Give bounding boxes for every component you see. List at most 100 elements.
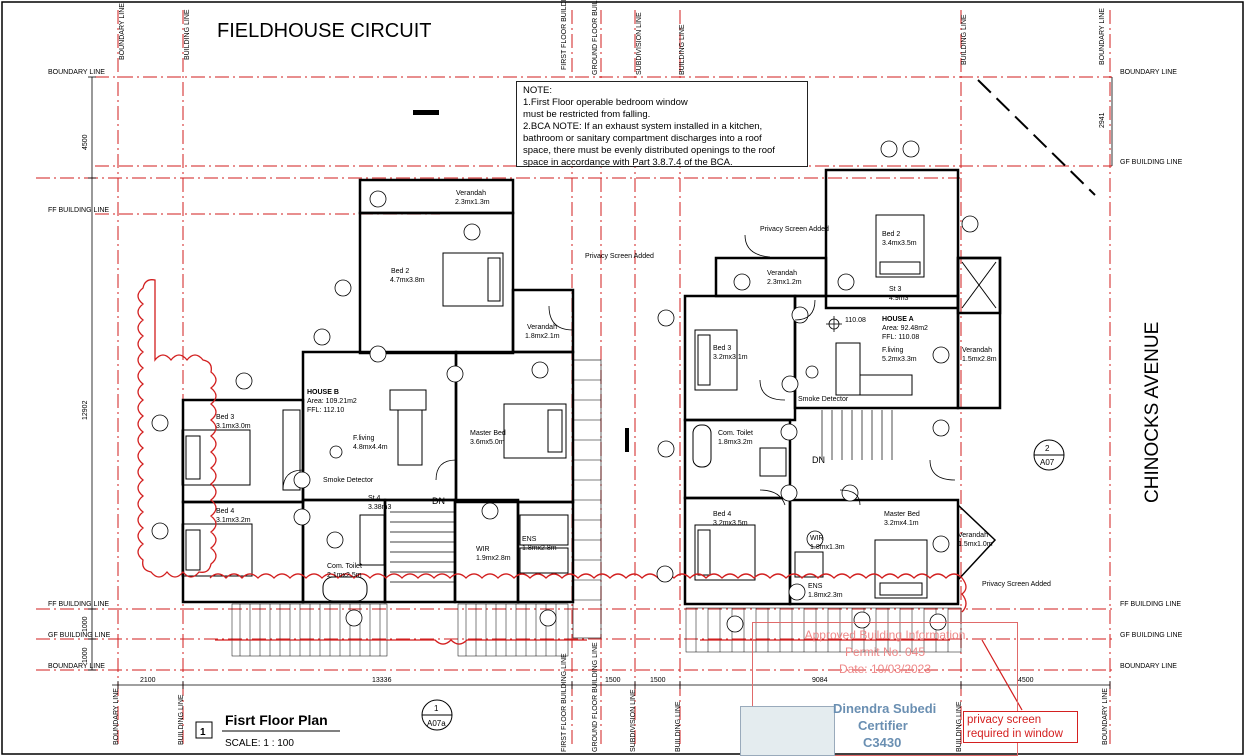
note-line: space, there must be evenly distributed … [523,145,775,156]
stamp-line: Date: 10/03/2023 [838,662,932,676]
room-size: 3.6mx5.0m [470,439,505,446]
boundary-line-label: BOUNDARY LINE [1120,663,1177,670]
room-name: Verandah [962,347,992,354]
room-size: 3.2mx3.1m [713,354,748,361]
house-b-title: HOUSE B [307,389,339,396]
house-b-walls [181,178,575,604]
room-name: Bed 2 [391,268,409,275]
gf-building-line-label: GF BUILDING LINE [1120,632,1183,639]
window-tags [151,140,979,633]
room-size: 3.38m3 [368,504,391,511]
building-line-label: BUILDING LINE [679,24,686,75]
room-size: 1.8mx2.1m [525,333,560,340]
room-name: WIR [810,535,824,542]
section-callout-sheet: A07 [1040,458,1055,467]
room-name: Verandah [958,532,988,539]
street-right-label: CHINOCKS AVENUE [1142,322,1163,503]
room-size: 1.8mx3.2m [718,439,753,446]
room-name: Master Bed [884,511,920,518]
dim-left: 1000 [82,647,89,663]
stair-down-label: DN [432,496,445,506]
certifier-name: Dinendra Subedi [833,701,937,716]
gf-building-line-label: GF BUILDING LINE [1120,159,1183,166]
note-line: 1.First Floor operable bedroom window [523,97,688,108]
house-a-walls [683,168,1002,606]
room-name: Com. Toilet [718,430,753,437]
subdivision-line-label: SUBDIVISION LINE [636,12,643,75]
smoke-detector-label: Smoke Detector [323,477,374,484]
room-name: ENS [808,583,823,590]
first-floor-building-line-label: FIRST FLOOR BUILDING LINE [561,0,568,70]
ff-building-line-label: FF BUILDING LINE [48,207,109,214]
boundary-line-label: BOUNDARY LINE [113,688,120,745]
dim-bottom: 13336 [372,677,392,684]
room-size: 5.2mx3.3m [882,356,917,363]
room-size: 1.8mx2.3m [808,592,843,599]
room-size: 3.1mx3.0m [216,423,251,430]
room-size: 3.2mx3.5m [713,520,748,527]
stamp-line: Approved Building Information [804,628,966,642]
boundary-line-label: BOUNDARY LINE [1120,69,1177,76]
room-name: Com. Toilet [327,563,362,570]
house-b-area: Area: 109.21m2 [307,398,357,405]
drawing-title: Fisrt Floor Plan [225,712,328,728]
boundary-line-label: BOUNDARY LINE [48,663,105,670]
room-name: ENS [522,536,537,543]
plan-callout-number: 1 [434,704,439,713]
building-line-label: BUILDING LINE [675,701,682,752]
house-b-ffl: FFL: 112.10 [307,407,344,414]
room-size: 2.3mx1.3m [455,199,490,206]
house-a-ffl: FFL: 110.08 [882,334,919,341]
room-size: 2.1mx2.5m [327,572,362,579]
building-line-label: BUILDING LINE [961,14,968,65]
certifier-block: Dinendra Subedi Certifier C3430 [833,700,936,751]
room-size: 4.8mx4.4m [353,444,388,451]
house-a-title: HOUSE A [882,316,914,323]
room-size: 3.2mx4.1m [884,520,919,527]
ground-floor-building-line-label: GROUND FLOOR BUILDING LINE [592,0,599,75]
subdivision-line-label: SUBDIVISION LINE [630,689,637,752]
room-name: Bed 2 [882,231,900,238]
note-line: space in accordance with Part 3.8.7.4 of… [523,157,733,168]
drawing-street-title: FIELDHOUSE CIRCUIT [217,20,431,42]
room-size: 1.5mx2.8m [962,356,997,363]
section-callout-number: 2 [1045,444,1050,453]
room-name: St 4 [368,495,381,502]
room-name: Bed 4 [713,511,731,518]
note-heading: NOTE: [523,85,553,96]
room-size: 3.4mx3.5m [882,240,917,247]
dim-bottom: 4500 [1018,677,1034,684]
stamp-line: Permit No. 045 [844,645,926,659]
drawing-scale: SCALE: 1 : 100 [225,738,294,749]
dim-bottom: 9084 [812,677,828,684]
boundary-line-label: BOUNDARY LINE [1102,688,1109,745]
boundary-line-label: BOUNDARY LINE [119,3,126,60]
house-a-level: 110.08 [845,317,866,324]
building-line-label: BUILDING LINE [184,9,191,60]
privacy-warning-box: privacy screen required in window [963,711,1078,743]
privacy-screen-label: Privacy Screen Added [982,581,1051,588]
privacy-screen-label: Privacy Screen Added [760,226,829,233]
room-name: Bed 3 [216,414,234,421]
room-name: Bed 4 [216,508,234,515]
room-name: St 3 [889,286,902,293]
room-size: 4.7mx3.8m [390,277,425,284]
certifier-role: Certifier [858,718,908,733]
stair-down-label: DN [812,455,825,465]
plan-callout-sheet: A07a [427,719,446,728]
house-a-area: Area: 92.48m2 [882,325,928,332]
smoke-detector-label: Smoke Detector [798,396,849,403]
note-line: bathroom or sanitary compartment dischar… [523,133,762,144]
room-name: F.living [353,435,375,442]
room-name: WIR [476,546,490,553]
revision-clouds [137,279,967,645]
room-size: 1.8mx2.8m [522,545,557,552]
dim-bottom: 2100 [140,677,156,684]
room-name: F.living [882,347,904,354]
boundary-line-label: BOUNDARY LINE [48,69,105,76]
privacy-screen-label: Privacy Screen Added [585,253,654,260]
approval-stamp: Approved Building Information Permit No.… [752,622,1018,756]
dim-left: 4500 [82,134,89,150]
room-size: 4.9m3 [889,295,909,302]
